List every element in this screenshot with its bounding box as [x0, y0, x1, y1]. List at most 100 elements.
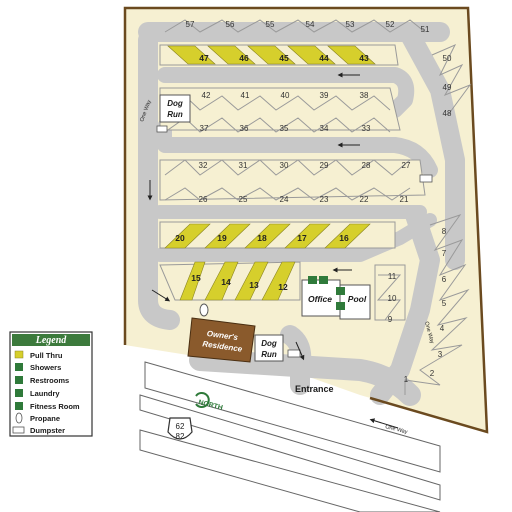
svg-text:Pool: Pool [348, 294, 367, 304]
office-pool-building: Office Pool [301, 276, 371, 320]
dog-run-top: Dog Run [159, 94, 191, 123]
restroom-icon [319, 276, 328, 284]
site-number: 56 [226, 20, 235, 29]
site-number: 40 [281, 91, 290, 100]
highway-shield: 62 82 [167, 417, 193, 441]
legend-title: Legend [35, 335, 68, 346]
one-way-arrows [147, 72, 399, 429]
site-number: 46 [239, 53, 249, 63]
legend-item-label: Propane [30, 414, 60, 423]
site-number: 57 [186, 20, 195, 29]
site-number: 52 [386, 20, 395, 29]
site-number: 54 [306, 20, 315, 29]
laundry-icon [15, 389, 23, 397]
fitness-icon [336, 302, 345, 310]
svg-text:62: 62 [176, 422, 185, 431]
one-way-label: One Way [423, 321, 435, 345]
site-number: 48 [443, 109, 452, 118]
shower-icon [15, 363, 23, 371]
site-number: 29 [320, 161, 329, 170]
site-number: 7 [442, 249, 447, 258]
svg-text:Owner's: Owner's [206, 329, 239, 342]
site-number: 42 [202, 91, 211, 100]
pull-thru-row-upper [167, 45, 376, 65]
dumpster-icon [12, 426, 25, 434]
site-number: 36 [240, 124, 249, 133]
site-number: 31 [239, 161, 248, 170]
site-number: 33 [362, 124, 371, 133]
owners-residence: Owner's Residence [187, 317, 256, 363]
svg-text:Dog: Dog [167, 99, 183, 108]
site-number: 50 [443, 54, 452, 63]
site-number: 49 [443, 83, 452, 92]
site-number: 45 [279, 53, 289, 63]
site-number: 55 [266, 20, 275, 29]
svg-text:Dog: Dog [261, 339, 277, 348]
svg-text:82: 82 [176, 432, 185, 441]
site-number: 3 [438, 350, 443, 359]
dumpster-icons [156, 125, 433, 358]
site-number: 35 [280, 124, 289, 133]
site-number: 34 [320, 124, 329, 133]
restroom-icon [15, 376, 23, 384]
site-number: 43 [359, 53, 369, 63]
site-number: 23 [320, 195, 329, 204]
legend-item-label: Laundry [30, 389, 60, 398]
site-number: 4 [440, 324, 445, 333]
propane-icon [15, 412, 23, 424]
site-number: 16 [339, 233, 349, 243]
highway [139, 361, 441, 512]
site-number: 14 [221, 277, 231, 287]
legend-item-label: Fitness Room [30, 402, 80, 411]
legend-item-label: Dumpster [30, 426, 65, 435]
fitness-icon [15, 402, 23, 410]
pull-thru-row-lower [179, 261, 296, 301]
shower-icon [308, 276, 317, 284]
property-border [123, 6, 489, 434]
site-number: 10 [388, 294, 397, 303]
site-number: 8 [442, 227, 447, 236]
laundry-icon [336, 287, 345, 295]
dumpster-icon [156, 125, 168, 133]
site-number: 12 [278, 282, 288, 292]
site-number: 26 [199, 195, 208, 204]
site-number: 2 [430, 369, 435, 378]
site-number: 9 [388, 315, 393, 324]
site-number: 20 [175, 233, 185, 243]
svg-text:Run: Run [167, 110, 183, 119]
svg-text:Run: Run [261, 350, 277, 359]
site-number: 19 [217, 233, 227, 243]
site-number: 24 [280, 195, 289, 204]
pull-thru-row-middle [164, 223, 371, 249]
site-number: 32 [199, 161, 208, 170]
site-number: 17 [297, 233, 307, 243]
propane-icon [199, 303, 209, 317]
site-number: 37 [200, 124, 209, 133]
dog-run-bottom: Dog Run [254, 334, 284, 362]
site-number: 51 [421, 25, 430, 34]
site-number: 1 [404, 375, 409, 384]
site-number: 41 [241, 91, 250, 100]
site-number: 6 [442, 275, 447, 284]
dumpster-icon [419, 174, 433, 183]
site-number: 53 [346, 20, 355, 29]
legend-item-label: Restrooms [30, 376, 69, 385]
road-network [138, 22, 465, 406]
legend-item-label: Pull Thru [30, 351, 63, 360]
site-number: 21 [400, 195, 409, 204]
site-number: 30 [280, 161, 289, 170]
site-number: 28 [362, 161, 371, 170]
pull-thru-swatch [14, 350, 24, 359]
site-number: 47 [199, 53, 209, 63]
site-number: 38 [360, 91, 369, 100]
dumpster-icon [287, 349, 301, 358]
site-pads [164, 19, 472, 395]
legend-item-label: Showers [30, 363, 61, 372]
legend-header [12, 334, 90, 346]
site-number: 5 [442, 299, 447, 308]
site-number: 15 [191, 273, 201, 283]
one-way-label: One Way [385, 424, 409, 435]
